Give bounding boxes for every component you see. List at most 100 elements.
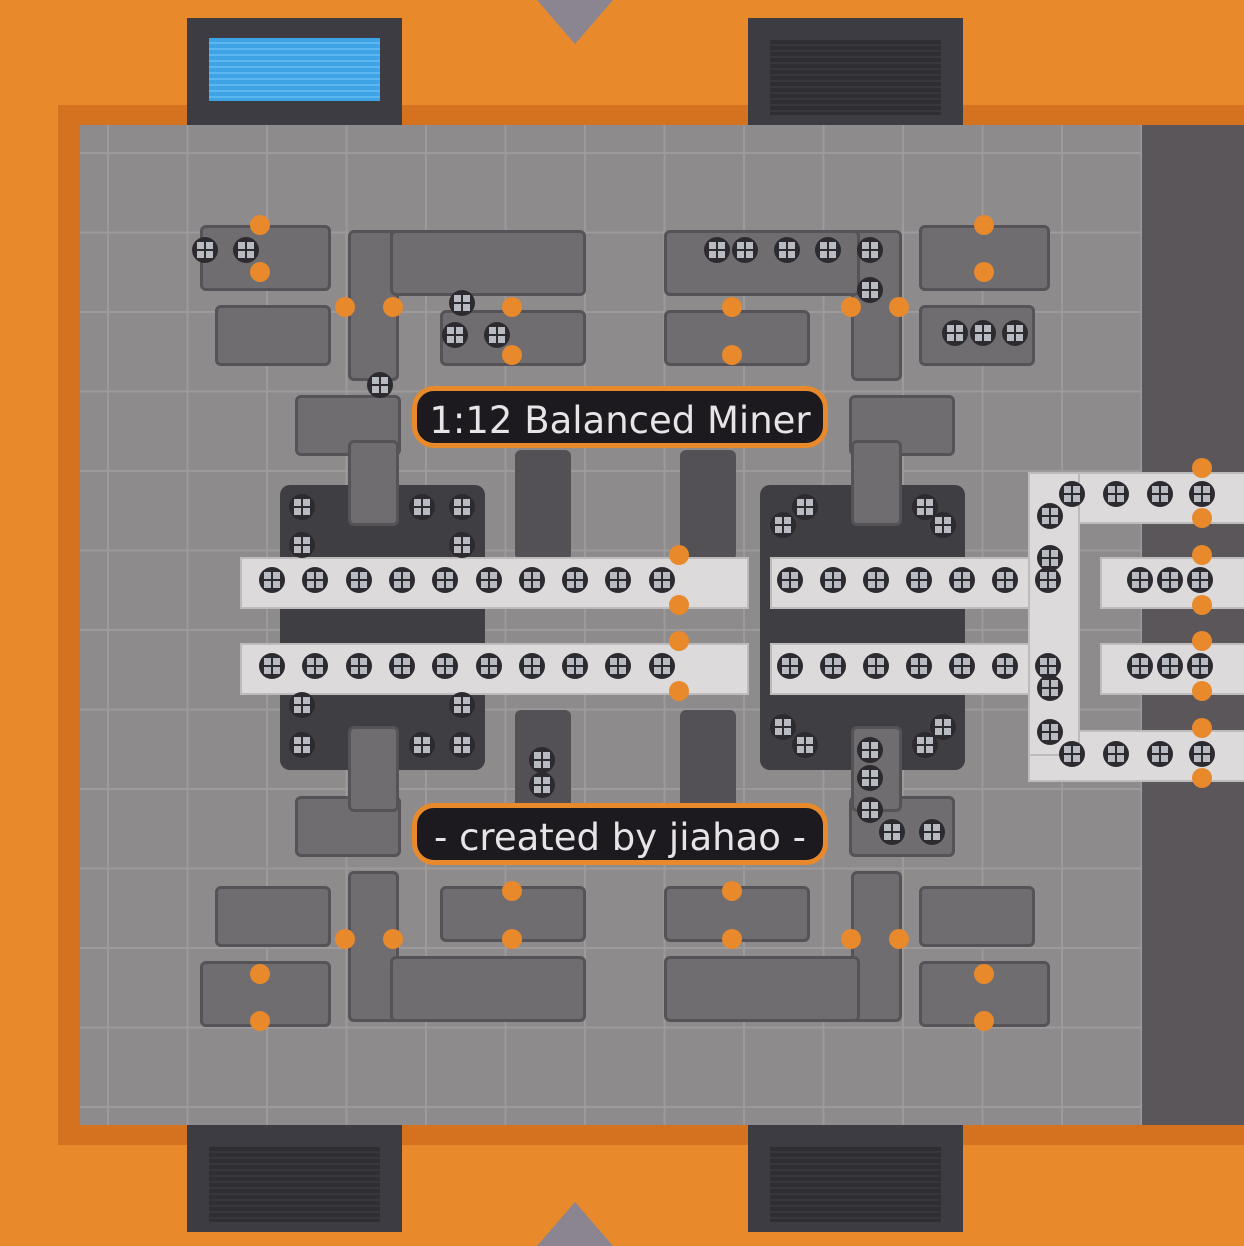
shape-item [770,512,796,538]
building[interactable] [215,305,331,366]
shape-item [518,653,545,679]
shape-item [1157,653,1183,679]
shape-item [605,567,632,593]
belt-connector-dot [1192,718,1212,738]
belt-connector-dot [502,345,522,365]
building[interactable] [200,225,331,291]
shape-item [1189,741,1215,767]
shape-item [432,567,459,593]
extractor[interactable] [680,710,736,820]
shape-item [1059,741,1085,767]
shape-item [388,567,415,593]
belt-connector-dot [383,929,403,949]
shape-item [863,653,889,679]
shape-item [259,653,285,679]
belt-connector-dot [722,345,742,365]
shape-item [562,653,589,679]
building[interactable] [851,440,902,526]
belt-connector-dot [1192,631,1212,651]
belt-connector-dot [335,929,355,949]
belt-connector-dot [889,929,909,949]
belt-connector-dot [974,1011,994,1031]
shape-item [449,290,475,316]
shape-item [792,494,818,520]
building[interactable] [390,230,586,296]
shape-item [529,772,555,798]
hub-dock-bottom-right[interactable] [748,1125,963,1232]
machine-pad [280,485,485,770]
shape-item [233,237,259,263]
belt-connector-dot [841,297,861,317]
shape-item [1035,653,1061,679]
building[interactable] [664,956,860,1022]
extractor[interactable] [680,450,736,560]
shape-item [820,567,846,593]
shape-item [912,494,938,520]
shape-item [302,653,329,679]
shape-item [1157,567,1183,593]
shape-item [1147,741,1173,767]
belt-connector-dot [974,215,994,235]
building[interactable] [215,886,331,947]
shape-item [815,237,841,263]
shape-item [930,714,956,740]
belt-connector-dot [669,681,689,701]
belt-connector-dot [1192,681,1212,701]
shape-item [432,653,459,679]
shape-item [992,567,1018,593]
shape-item [770,714,796,740]
belt-connector-dot [1192,595,1212,615]
shape-item [484,322,510,348]
belt-connector-dot [1192,768,1212,788]
shape-item [774,237,800,263]
shape-item [345,653,372,679]
shape-item [449,692,475,718]
belt-connector-dot [1192,508,1212,528]
shape-item [942,320,968,346]
shape-item [605,653,632,679]
shape-item [970,320,996,346]
shape-item [906,567,932,593]
title-sign[interactable]: 1:12 Balanced Miner [412,386,828,448]
shape-item [518,567,545,593]
shape-item [289,732,315,758]
belt-connector-dot [250,1011,270,1031]
shape-item [409,732,435,758]
shape-item [949,567,975,593]
belt-connector-dot [335,297,355,317]
hub-dock-top-left[interactable] [187,18,402,125]
hub-dock-top-right[interactable] [748,18,963,125]
extractor[interactable] [515,450,571,560]
credit-sign[interactable]: - created by jiahao - [412,803,828,865]
shape-item [1127,567,1153,593]
shape-item [388,653,415,679]
shape-item [1187,653,1213,679]
building[interactable] [390,956,586,1022]
shape-item [648,567,675,593]
shape-item [409,494,435,520]
shape-item [259,567,285,593]
shape-item [1037,675,1063,701]
shape-item [1037,545,1063,571]
shape-item [1189,481,1215,507]
shape-item [648,653,675,679]
build-platform[interactable] [80,125,1142,1125]
platform-edge [1142,125,1244,1125]
building[interactable] [348,726,399,812]
belt-connector-dot [722,297,742,317]
belt-connector-dot [669,595,689,615]
belt-connector-dot [502,881,522,901]
building[interactable] [348,440,399,526]
shape-item [345,567,372,593]
hub-dock-bottom-left[interactable] [187,1125,402,1232]
shape-item [1103,481,1129,507]
building[interactable] [919,886,1035,947]
shape-item [1127,653,1153,679]
shape-item [919,819,945,845]
shape-item [992,653,1018,679]
shape-item [732,237,758,263]
shape-item [1002,320,1028,346]
shape-item [930,512,956,538]
title-sign-text: 1:12 Balanced Miner [429,399,811,442]
